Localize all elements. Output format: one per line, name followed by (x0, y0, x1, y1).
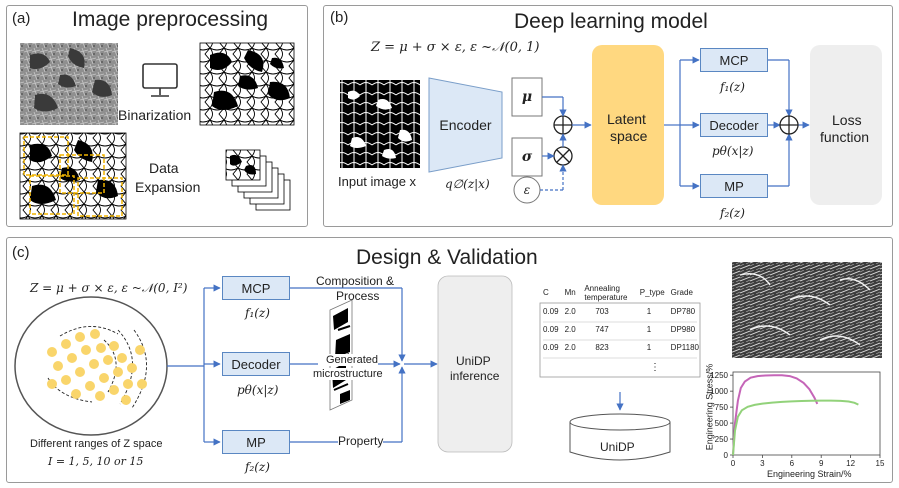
generated-label-line1: Generated (326, 354, 378, 366)
mp-box-c: MP (222, 430, 290, 454)
composition-label-line1: Composition & (316, 274, 395, 288)
z-ranges-values: I = 1, 5, 10 or 15 (48, 455, 144, 468)
table-cell: 703 (595, 306, 609, 316)
table-cell: 1 (646, 306, 652, 316)
table-header-cell: Mn (564, 287, 576, 297)
unidp-inference-label-line1: UniDP (456, 354, 491, 368)
input-image-label: Input image x (338, 174, 417, 189)
table-cell: DP780 (670, 306, 696, 316)
decoder-box: Decoder (700, 113, 768, 137)
table-header-cell: Grade (670, 287, 693, 297)
z-ranges-text: Different ranges of Z space (30, 438, 163, 450)
table-cell: 2.0 (564, 306, 576, 316)
panel-b-title: Deep learning model (514, 10, 708, 33)
table-cell: 2.0 (564, 342, 576, 352)
sigma-label: σ (521, 149, 533, 165)
grade-table: C Mn Annealing temperature P_type Grade … (540, 282, 702, 356)
mp-function-c: f₂(z) (245, 460, 270, 474)
loss-function-label-line2: function (820, 129, 870, 145)
table-row: 0.09 2.0 823 1 DP1180 (540, 338, 702, 356)
table-cell: DP1180 (670, 342, 699, 352)
chart-ylabel: Engineering Stress/% (704, 363, 715, 451)
unidp-database-label: UniDP (600, 440, 635, 454)
mp-box: MP (700, 174, 768, 198)
mcp-box-c: MCP (222, 276, 290, 300)
table-cell: 0.09 (543, 342, 559, 352)
table-row: 0.09 2.0 747 1 DP980 (540, 320, 702, 338)
loss-function-label-line1: Loss (832, 112, 862, 128)
table-header-cell: Annealing temperature (584, 284, 628, 302)
table-cell: 1 (646, 342, 652, 352)
table-header-row: C Mn Annealing temperature P_type Grade (540, 282, 702, 302)
panel-c-title: Design & Validation (356, 246, 538, 269)
encoder-label: Encoder (439, 117, 492, 133)
table-cell: 823 (595, 342, 609, 352)
composition-label-line2: Process (336, 289, 380, 303)
panel-c-equation: Z = μ + σ × ε, ε ~𝒩(0, I²) (30, 281, 188, 295)
mcp-box: MCP (700, 48, 768, 72)
mu-label: μ (521, 89, 533, 105)
chart-xlabel: Engineering Strain/% (767, 469, 852, 479)
data-expansion-label-line1: Data (149, 160, 179, 176)
latent-space-label-line2: space (610, 128, 648, 144)
table-header-cell: P_type (639, 287, 665, 297)
panel-a-tag: (a) (12, 10, 31, 27)
unidp-inference-label-line2: inference (450, 369, 500, 383)
panel-b-tag: (b) (330, 9, 349, 26)
table-cell: 2.0 (564, 324, 576, 334)
generated-label-line2: microstructure (313, 368, 383, 380)
decoder-function: pθ(x|z) (712, 144, 754, 158)
encoder-distribution: q∅(z|x) (445, 177, 490, 191)
mcp-function: f₁(z) (720, 80, 745, 94)
binarization-label: Binarization (118, 107, 192, 123)
panel-a-title: Image preprocessing (72, 8, 269, 31)
table-row: 0.09 2.0 703 1 DP780 (540, 302, 702, 320)
table-cell: 747 (595, 324, 609, 334)
epsilon-label: ε (523, 183, 531, 197)
table-cell: DP980 (670, 324, 696, 334)
panel-c-tag: (c) (12, 244, 30, 261)
mcp-function-c: f₁(z) (245, 306, 270, 320)
table-cell: 0.09 (543, 324, 559, 334)
table-cell: 0.09 (543, 306, 559, 316)
table-cell: 1 (646, 324, 652, 334)
table-header-cell: C (543, 287, 549, 297)
mp-function: f₂(z) (720, 206, 745, 220)
property-label: Property (338, 434, 384, 448)
decoder-box-c: Decoder (222, 352, 290, 376)
table-ellipsis: ⋮ (650, 362, 660, 373)
latent-space-label-line1: Latent (607, 111, 646, 127)
decoder-function-c: pθ(x|z) (237, 383, 279, 397)
panel-b-equation: Z = μ + σ × ε, ε ~𝒩(0, 1) (371, 40, 540, 55)
data-expansion-label-line2: Expansion (135, 179, 201, 195)
